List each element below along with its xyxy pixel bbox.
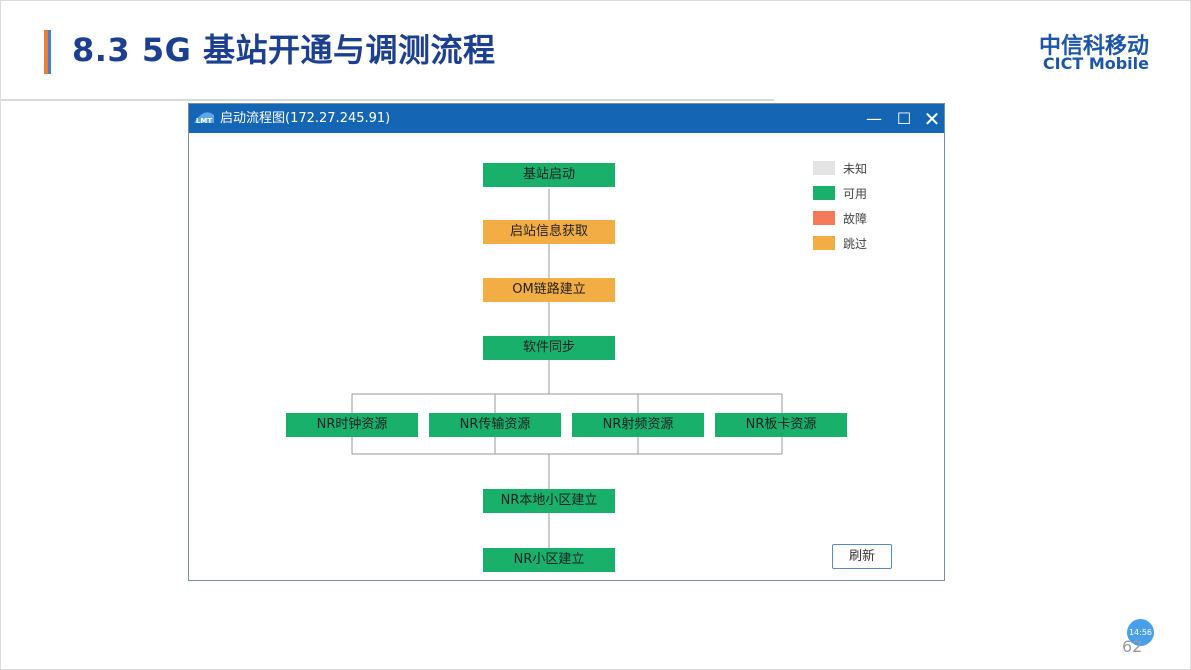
title-divider	[0, 99, 774, 101]
close-button[interactable]: ✕	[923, 106, 941, 131]
time-badge: 14:56	[1127, 619, 1154, 646]
maximize-button[interactable]: ☐	[896, 109, 912, 128]
slide-title: 8.3 5G 基站开通与调测流程	[72, 31, 496, 69]
window-titlebar[interactable]: LMT 启动流程图(172.27.245.91) — ☐ ✕	[189, 104, 944, 133]
flow-node-nr-clock: NR时钟资源	[286, 413, 418, 437]
app-logo-icon: LMT	[194, 112, 214, 125]
refresh-button[interactable]: 刷新	[832, 544, 892, 569]
flow-node-software-sync: 软件同步	[483, 336, 615, 360]
legend-label: 故障	[843, 212, 868, 226]
flow-canvas: 基站启动 启站信息获取 OM链路建立 软件同步 NR时钟资源 NR传输资源 NR…	[189, 133, 944, 580]
flow-node-nr-transport: NR传输资源	[429, 413, 561, 437]
title-accent-bar	[44, 30, 51, 74]
flow-node-info-acquire: 启站信息获取	[483, 220, 615, 244]
window-title: 启动流程图(172.27.245.91)	[220, 111, 391, 126]
legend-swatch	[813, 186, 835, 200]
legend-swatch	[813, 236, 835, 250]
flow-node-nr-rf: NR射频资源	[572, 413, 704, 437]
flow-node-nr-local-cell: NR本地小区建立	[483, 489, 615, 513]
flow-node-bs-start: 基站启动	[483, 163, 615, 187]
legend-label: 跳过	[843, 237, 868, 251]
flow-node-nr-cell: NR小区建立	[483, 548, 615, 572]
legend-swatch	[813, 161, 835, 175]
legend-label: 可用	[843, 187, 868, 201]
app-logo-text: LMT	[196, 117, 212, 125]
page-number: 62	[1122, 637, 1143, 656]
flow-node-nr-board: NR板卡资源	[715, 413, 847, 437]
legend-swatch	[813, 211, 835, 225]
flow-node-om-link: OM链路建立	[483, 278, 615, 302]
startup-flow-window: LMT 启动流程图(172.27.245.91) — ☐ ✕ 基站启动	[188, 103, 945, 581]
brand-logo-en: CICT Mobile	[1042, 54, 1149, 73]
minimize-button[interactable]: —	[866, 109, 882, 128]
legend-label: 未知	[843, 162, 868, 176]
brand-logo-cn: 中信科移动	[1038, 34, 1149, 59]
